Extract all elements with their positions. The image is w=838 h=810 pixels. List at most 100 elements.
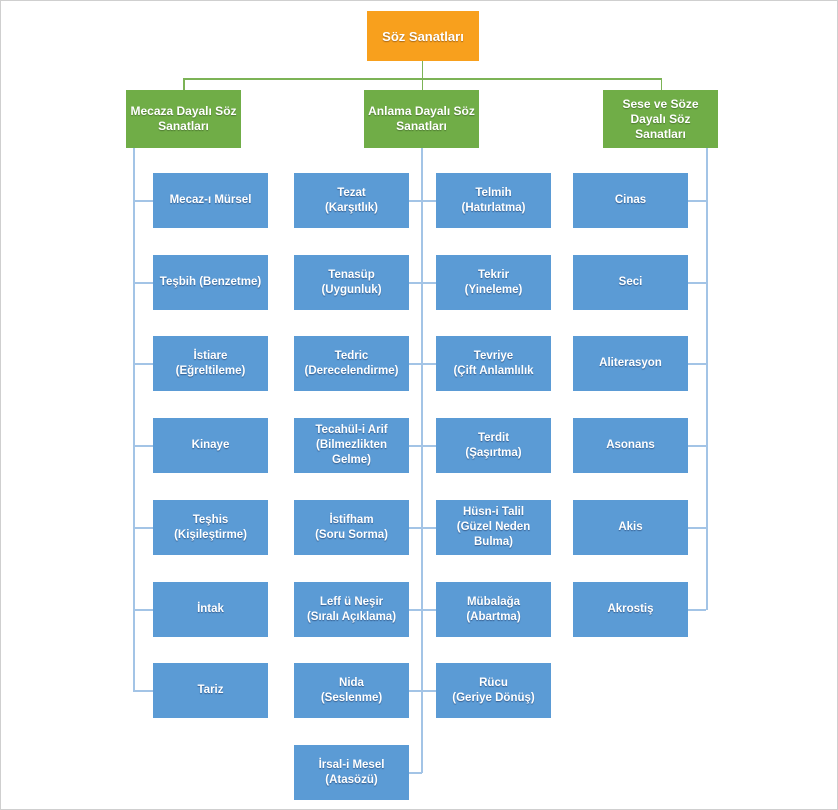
node-label-line: Cinas	[614, 194, 647, 206]
node-label-line: Tedric	[334, 349, 369, 362]
connector-right-tick	[688, 363, 706, 365]
leaf-node-sese-child-0: Cinas	[573, 173, 688, 228]
node-label-line: Akrostiş	[607, 603, 654, 615]
node-label-line: (Sıralı Açıklama)	[306, 610, 397, 623]
node-label-line: Tenasüp	[328, 268, 375, 281]
node-label-line: Hüsn-i Talil	[462, 506, 525, 518]
node-label-line: Mecaza Dayalı Söz	[130, 104, 237, 118]
connector-middle-tick	[409, 282, 436, 284]
node-label-line: Bulma)	[474, 536, 513, 548]
connector-branch-stub-right	[660, 78, 662, 90]
leaf-node-anlama-left-4: İstifham (Soru Sorma)	[294, 500, 409, 555]
node-label-line: Dayalı Söz	[630, 111, 691, 126]
node-label-line: Aliterasyon	[599, 357, 662, 369]
leaf-node-mecaza-child-6: Tariz	[153, 663, 268, 718]
leaf-node-anlama-left-6: Nida(Seslenme)	[294, 663, 409, 718]
connector-left-tick	[133, 363, 153, 365]
connector-middle-tick	[409, 363, 436, 365]
connector-left-tick	[133, 282, 153, 284]
node-label-line: İstiare	[193, 349, 228, 362]
node-label-line: (Atasözü)	[325, 773, 378, 786]
connector-right-tick	[688, 445, 706, 447]
connector-middle-tick	[409, 690, 436, 692]
leaf-node-anlama-right-3: Terdit (Şaşırtma)	[436, 418, 551, 473]
connector-middle-tick	[409, 609, 436, 611]
node-label-line: (Eğreltileme)	[175, 364, 246, 377]
leaf-node-mecaza-child-4: Teşhis (Kişileştirme)	[153, 500, 268, 555]
node-label-line: Tariz	[197, 684, 224, 696]
node-label-line: Asonans	[606, 439, 655, 451]
connector-left-tick	[133, 609, 153, 611]
node-label-line: Telmih	[475, 186, 512, 199]
connector-branch-stub-left	[183, 78, 185, 90]
node-label-line: İstifham	[329, 513, 374, 526]
leaf-node-mecaza-child-3: Kinaye	[153, 418, 268, 473]
node-label-line: (Soru Sorma)	[315, 528, 388, 541]
leaf-node-sese-child-4: Akis	[573, 500, 688, 555]
leaf-node-anlama-right-2: Tevriye(Çift Anlamlılık	[436, 336, 551, 391]
node-label-line: (Karşıtlık)	[324, 201, 379, 214]
leaf-node-mecaza-child-1: Teşbih (Benzetme)	[153, 255, 268, 310]
leaf-node-anlama-right-0: Telmih (Hatırlatma)	[436, 173, 551, 228]
connector-right-tick	[688, 609, 706, 611]
node-label-line: Gelme)	[332, 454, 371, 466]
leaf-node-anlama-right-1: Tekrir (Yineleme)	[436, 255, 551, 310]
leaf-node-anlama-left-7: İrsal-i Mesel (Atasözü)	[294, 745, 409, 800]
node-label-line: Tezat	[337, 186, 366, 199]
connector-root-stem	[421, 61, 423, 78]
leaf-node-mecaza-child-2: İstiare (Eğreltileme)	[153, 336, 268, 391]
node-label-line: Tecahül-i Arif	[315, 424, 388, 436]
node-label-line: Sanatları	[635, 126, 686, 141]
connector-branch-stub-middle	[421, 78, 423, 90]
node-label-line: Sanatları	[396, 119, 447, 133]
node-label-line: Teşhis	[192, 513, 229, 526]
leaf-node-mecaza-child-0: Mecaz-ı Mürsel	[153, 173, 268, 228]
connector-right-tick	[688, 200, 706, 202]
connector-middle-tick	[409, 527, 436, 529]
root-node: Söz Sanatları	[367, 11, 479, 61]
node-label-line: Tekrir	[477, 268, 510, 281]
connector-left-tick	[133, 200, 153, 202]
node-label-line: Terdit	[477, 431, 510, 444]
node-label-line: (Şaşırtma)	[465, 446, 522, 459]
leaf-node-anlama-right-6: Rücu(Geriye Dönüş)	[436, 663, 551, 718]
node-label-line: Kinaye	[191, 439, 230, 451]
node-label-line: Rücu	[479, 676, 508, 689]
leaf-node-anlama-left-1: Tenasüp(Uygunluk)	[294, 255, 409, 310]
node-label-line: Teşbih (Benzetme)	[159, 276, 262, 288]
node-label-line: (Yineleme)	[464, 283, 523, 296]
leaf-node-anlama-right-5: Mübalağa(Abartma)	[436, 582, 551, 637]
node-label-line: Akis	[618, 521, 643, 533]
node-label-line: Seci	[618, 276, 643, 288]
node-label-line: Leff ü Neşir	[319, 595, 384, 608]
connector-right-rail	[706, 148, 708, 610]
leaf-node-mecaza-child-5: İntak	[153, 582, 268, 637]
node-label-line: (Hatırlatma)	[461, 201, 526, 214]
node-label-line: Mecaz-ı Mürsel	[169, 194, 252, 206]
node-label-line: (Kişileştirme)	[174, 528, 247, 541]
leaf-node-sese-child-1: Seci	[573, 255, 688, 310]
leaf-node-anlama-left-0: Tezat (Karşıtlık)	[294, 173, 409, 228]
connector-left-tick	[133, 445, 153, 447]
node-label-line: Anlama Dayalı Söz	[368, 104, 475, 118]
node-label-line: Mübalağa	[466, 595, 521, 608]
node-label-line: İrsal-i Mesel	[318, 758, 385, 771]
node-label-line: (Çift Anlamlılık	[453, 364, 534, 377]
node-label-line: (Bilmezlikten	[316, 439, 387, 451]
node-label-line: (Güzel Neden	[456, 521, 531, 533]
connector-middle-tick	[409, 445, 436, 447]
connector-middle-tick	[409, 200, 436, 202]
node-label-line: Sese ve Söze	[622, 96, 699, 111]
node-label-line: İntak	[197, 603, 224, 615]
leaf-node-anlama-left-2: Tedric(Derecelendirme)	[294, 336, 409, 391]
leaf-node-sese-child-5: Akrostiş	[573, 582, 688, 637]
connector-left-tick	[133, 527, 153, 529]
connector-left-rail	[133, 148, 135, 691]
node-label-line: Sanatları	[158, 119, 209, 133]
node-label-line: Nida	[339, 676, 364, 689]
leaf-node-anlama-left-5: Leff ü Neşir (Sıralı Açıklama)	[294, 582, 409, 637]
